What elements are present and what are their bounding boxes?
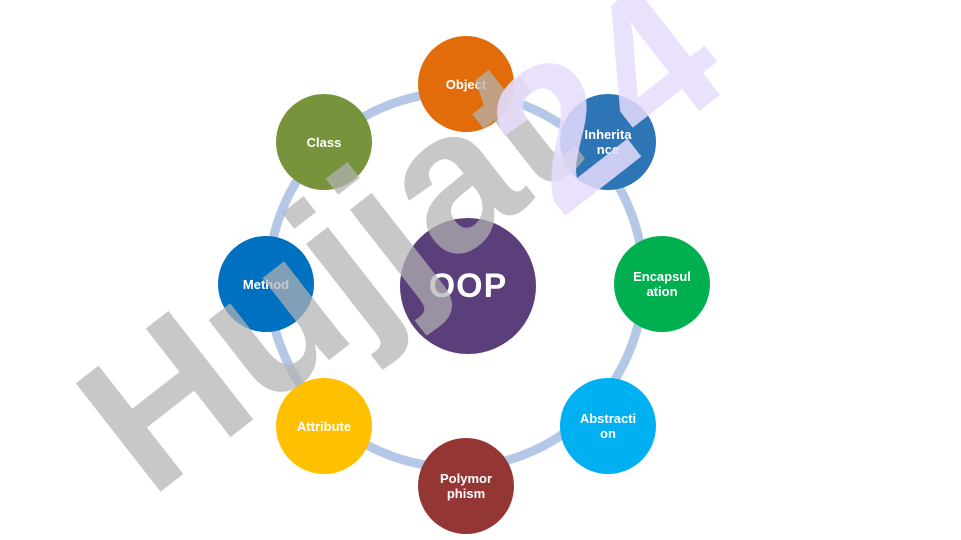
- node-method: Method: [218, 236, 314, 332]
- node-polymorphism: Polymor phism: [418, 438, 514, 534]
- center-node-oop: OOP: [400, 218, 536, 354]
- node-object: Object: [418, 36, 514, 132]
- node-class: Class: [276, 94, 372, 190]
- node-encapsulation: Encapsul ation: [614, 236, 710, 332]
- node-inheritance: Inherita nce: [560, 94, 656, 190]
- node-abstraction: Abstracti on: [560, 378, 656, 474]
- node-attribute: Attribute: [276, 378, 372, 474]
